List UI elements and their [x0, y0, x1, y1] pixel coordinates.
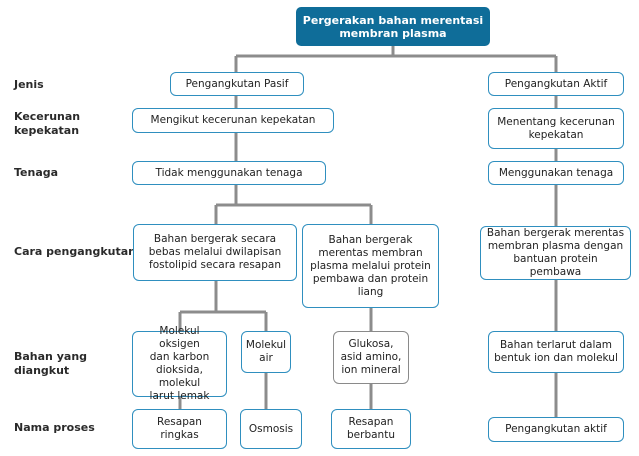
- passive-gradient-text: Mengikut kecerunan kepekatan: [150, 114, 316, 126]
- active-type-text: Pengangkutan Aktif: [504, 77, 608, 90]
- title-box: Pergerakan bahan merentasi membran plasm…: [296, 7, 490, 46]
- passive-method-protein-text: Bahan bergerak merentas membran plasma m…: [310, 233, 431, 298]
- substance-lipid-text: Molekul oksigen dan karbon dioksida, mol…: [149, 325, 210, 402]
- active-gradient-box: Menentang kecerunan kepekatan: [488, 108, 624, 149]
- process-simple-diffusion-box: Resapan ringkas: [132, 409, 227, 449]
- process-facilitated-diffusion-box: Resapan berbantu: [331, 409, 411, 449]
- substance-lipid-box: Molekul oksigen dan karbon dioksida, mol…: [132, 325, 227, 402]
- active-type-box: Pengangkutan Aktif: [488, 72, 624, 96]
- row-label-method: Cara pengangkutan: [14, 245, 136, 258]
- active-process-box: Pengangkutan aktif: [488, 417, 624, 442]
- passive-type-box: Pengangkutan Pasif: [170, 72, 304, 96]
- row-label-gradient: Kecerunan kepekatan: [14, 110, 81, 137]
- process-simple-diffusion-text: Resapan ringkas: [157, 416, 202, 441]
- active-energy-text: Menggunakan tenaga: [498, 166, 614, 179]
- passive-energy-text: Tidak menggunakan tenaga: [155, 166, 303, 179]
- row-label-substance: Bahan yang diangkut: [14, 350, 88, 377]
- title-text: Pergerakan bahan merentasi membran plasm…: [302, 13, 484, 40]
- row-label-energy: Tenaga: [14, 166, 59, 179]
- process-facilitated-diffusion-text: Resapan berbantu: [347, 416, 395, 441]
- passive-method-lipid-box: Bahan bergerak secara bebas melalui dwil…: [133, 224, 297, 281]
- process-osmosis-text: Osmosis: [248, 422, 294, 435]
- passive-method-protein-box: Bahan bergerak merentas membran plasma m…: [302, 224, 439, 308]
- row-label-type: Jenis: [14, 78, 44, 92]
- passive-method-lipid-text: Bahan bergerak secara bebas melalui dwil…: [148, 233, 282, 271]
- substance-water-box: Molekul air: [241, 331, 291, 373]
- substance-water-text: Molekul air: [245, 339, 287, 364]
- substance-protein-box: Glukosa, asid amino, ion mineral: [333, 331, 409, 384]
- active-process-text: Pengangkutan aktif: [505, 423, 607, 435]
- active-energy-box: Menggunakan tenaga: [488, 161, 624, 185]
- substance-protein-text: Glukosa, asid amino, ion mineral: [340, 338, 402, 376]
- active-method-box: Bahan bergerak merentas membran plasma d…: [480, 226, 631, 280]
- passive-type-text: Pengangkutan Pasif: [185, 77, 289, 90]
- active-gradient-text: Menentang kecerunan kepekatan: [497, 115, 615, 141]
- row-label-process: Nama proses: [14, 421, 95, 434]
- row-label-type-text: Jenis: [14, 78, 44, 91]
- process-osmosis-box: Osmosis: [240, 409, 302, 449]
- passive-energy-box: Tidak menggunakan tenaga: [132, 161, 326, 185]
- active-substance-box: Bahan terlarut dalam bentuk ion dan mole…: [488, 331, 624, 373]
- active-substance-text: Bahan terlarut dalam bentuk ion dan mole…: [494, 339, 618, 364]
- active-method-text: Bahan bergerak merentas membran plasma d…: [486, 227, 625, 278]
- passive-gradient-box: Mengikut kecerunan kepekatan: [132, 108, 334, 133]
